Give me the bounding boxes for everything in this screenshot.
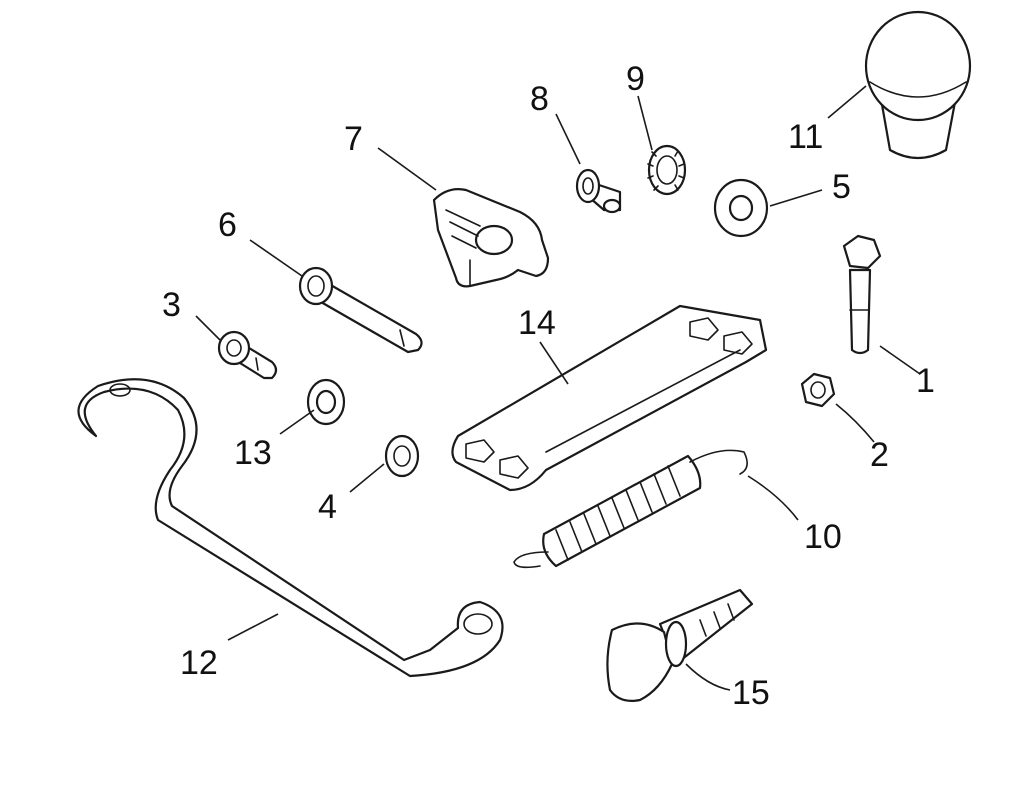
part-13-spacer <box>306 378 346 426</box>
leader-lines <box>195 85 921 691</box>
callout-4: 4 <box>318 488 337 526</box>
part-5-washer <box>713 178 769 238</box>
leader-6 <box>249 239 303 277</box>
part-2-lock-nut <box>800 372 836 408</box>
leader-8 <box>555 113 581 165</box>
callout-14: 14 <box>518 304 556 342</box>
leader-7 <box>377 147 437 191</box>
part-12-bent-rod <box>77 378 504 678</box>
callout-5: 5 <box>832 168 851 206</box>
callout-11: 11 <box>788 118 823 156</box>
callout-1: 1 <box>916 362 935 400</box>
leader-4 <box>349 463 385 493</box>
leader-10 <box>747 475 799 521</box>
leader-11 <box>827 85 867 119</box>
part-4-flange-nut <box>384 434 420 478</box>
callout-2: 2 <box>870 436 889 474</box>
callout-10: 10 <box>804 518 842 556</box>
leader-9 <box>637 95 653 151</box>
part-7-clamp-bracket <box>432 188 550 288</box>
callout-13: 13 <box>234 434 272 472</box>
leader-12 <box>227 613 279 641</box>
part-11-knob <box>864 10 972 160</box>
callout-7: 7 <box>344 120 363 158</box>
part-14-wrench-plate <box>451 304 768 492</box>
leader-14 <box>539 341 569 385</box>
leader-1 <box>879 345 921 375</box>
callout-3: 3 <box>162 286 181 324</box>
callout-6: 6 <box>218 206 237 244</box>
callout-12: 12 <box>180 644 218 682</box>
part-6-long-bolt <box>298 266 423 354</box>
part-15-t-handle <box>606 588 754 702</box>
part-1-hex-bolt <box>842 234 882 355</box>
callout-15: 15 <box>732 674 770 712</box>
leader-15 <box>685 663 731 691</box>
leader-3 <box>195 315 221 341</box>
leader-5 <box>769 189 823 207</box>
callout-9: 9 <box>626 60 645 98</box>
part-9-serrated-nut <box>647 144 687 196</box>
leader-2 <box>835 403 875 443</box>
part-8-flange-stud <box>575 168 622 214</box>
callout-8: 8 <box>530 80 549 118</box>
part-10-spring <box>513 449 748 569</box>
callout-labels: 1 2 3 4 5 6 7 8 9 10 11 12 13 14 15 <box>162 60 935 712</box>
part-3-shoulder-bolt <box>217 330 278 380</box>
leader-13 <box>279 409 315 435</box>
